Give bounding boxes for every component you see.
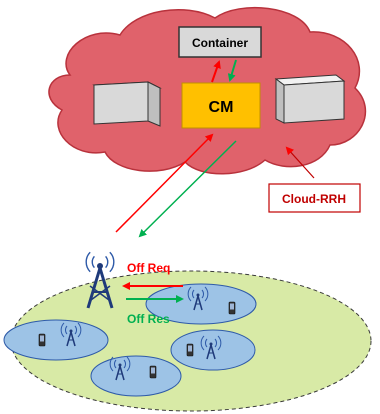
uplink-request-arrow xyxy=(115,133,214,233)
small-cell-area xyxy=(90,355,182,397)
mobile-phone-icon xyxy=(186,343,194,357)
small-cell-area xyxy=(3,319,109,361)
off-res-label: Off Res xyxy=(127,312,170,326)
mobile-phone-icon xyxy=(149,365,157,379)
mobile-phone-icon xyxy=(228,301,236,315)
container-box: Container xyxy=(178,26,262,58)
cloud-rrh-label: Cloud-RRH xyxy=(282,192,346,206)
downlink-response-arrow xyxy=(138,140,237,238)
container-to-cm-arrow xyxy=(227,59,237,82)
cloud-rrh-callout: Cloud-RRH xyxy=(268,183,361,213)
cm-label: CM xyxy=(209,99,234,116)
cm-box: CM xyxy=(181,82,261,129)
server-box-icon xyxy=(92,81,162,127)
callout-pointer xyxy=(285,146,315,179)
cm-to-container-arrow xyxy=(211,60,221,83)
cell-tower-icon xyxy=(85,251,115,309)
server-box-icon xyxy=(274,74,346,124)
mobile-phone-icon xyxy=(38,333,46,347)
container-label: Container xyxy=(192,36,248,50)
off-req-label: Off Req xyxy=(127,261,170,275)
